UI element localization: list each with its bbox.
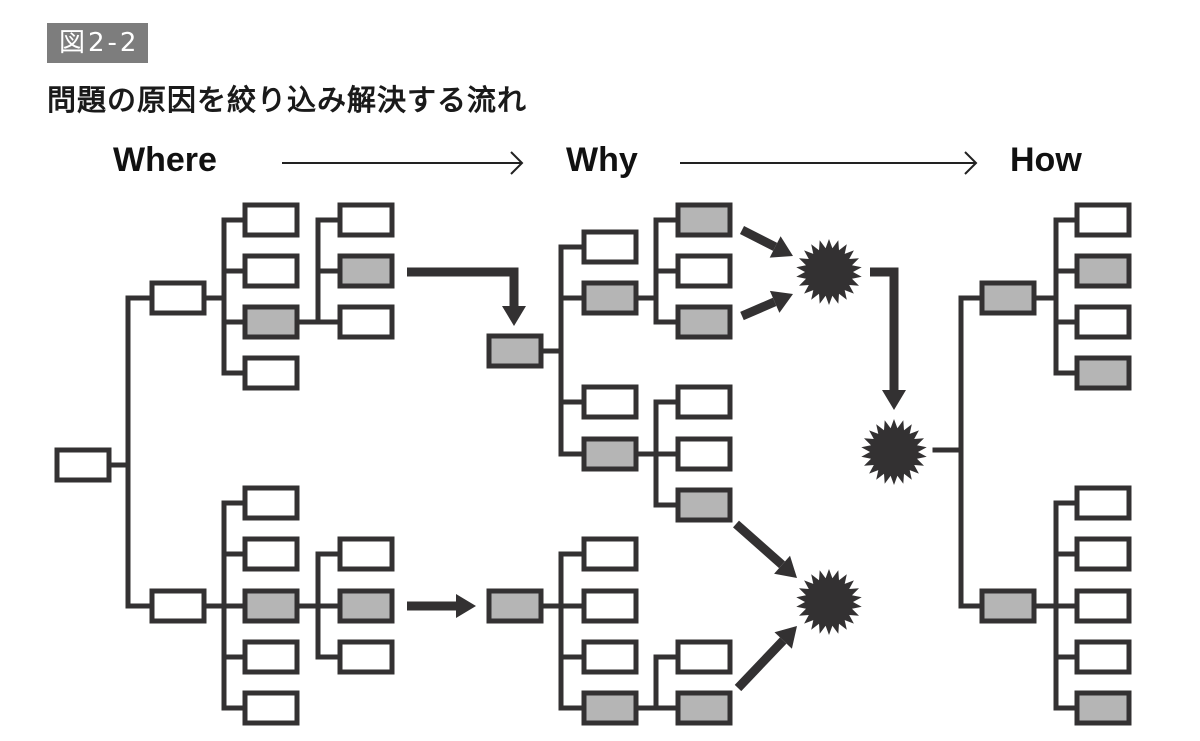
arrow-where-bottom-to-why bbox=[407, 594, 476, 618]
how-level1-box-highlighted bbox=[979, 280, 1037, 316]
stage-label-why: Why bbox=[566, 141, 638, 179]
why-top-child-box-highlighted bbox=[581, 280, 639, 316]
why-bottom-grandchild-box bbox=[675, 639, 733, 675]
how-level2-box-highlighted bbox=[1074, 690, 1132, 726]
where-level2-box bbox=[242, 355, 300, 391]
why-top-grandchild-box-highlighted bbox=[675, 304, 733, 340]
root-cause-starburst-merged bbox=[861, 419, 927, 485]
where-level2-box bbox=[242, 253, 300, 289]
where-level1-box bbox=[149, 280, 207, 316]
where-level2-box bbox=[242, 536, 300, 572]
why-top-grandchild-box bbox=[675, 436, 733, 472]
where-level3-box-highlighted bbox=[337, 253, 395, 289]
root-cause-starburst-bottom bbox=[796, 569, 862, 635]
where-level3-box bbox=[337, 536, 395, 572]
stage-arrow-why-how bbox=[680, 151, 978, 175]
why-bottom-grandchild-box-highlighted bbox=[675, 690, 733, 726]
where-level1-box bbox=[149, 588, 207, 624]
why-top-grandchild-box bbox=[675, 384, 733, 420]
why-top-grandchild-box-highlighted bbox=[675, 202, 733, 238]
where-level3-box bbox=[337, 639, 395, 675]
why-bottom-child-box bbox=[581, 536, 639, 572]
arrow-where-top-to-why bbox=[407, 267, 526, 326]
how-level2-box bbox=[1074, 639, 1132, 675]
where-level2-box bbox=[242, 639, 300, 675]
why-bottom-root-box-highlighted bbox=[486, 588, 544, 624]
how-level2-box-highlighted bbox=[1074, 355, 1132, 391]
stage-label-where: Where bbox=[113, 141, 217, 179]
why-top-root-box-highlighted bbox=[486, 333, 544, 369]
why-bottom-child-box-highlighted bbox=[581, 690, 639, 726]
root-cause-starburst-top bbox=[796, 239, 862, 305]
arrow-cause-top-to-merged bbox=[870, 267, 906, 410]
why-top-grandchild-box-highlighted bbox=[675, 487, 733, 523]
figure-number-badge: 図2-2 bbox=[47, 23, 148, 63]
how-level2-box-highlighted bbox=[1074, 253, 1132, 289]
arrow-why-to-cause-bottom-1 bbox=[733, 520, 797, 578]
why-bottom-child-box bbox=[581, 639, 639, 675]
how-level2-box bbox=[1074, 588, 1132, 624]
stage-label-how: How bbox=[1010, 141, 1082, 179]
where-level2-box bbox=[242, 485, 300, 521]
why-bottom-child-box bbox=[581, 588, 639, 624]
stage-arrow-where-why bbox=[282, 151, 524, 175]
where-level2-box-highlighted bbox=[242, 304, 300, 340]
where-level3-box bbox=[337, 202, 395, 238]
how-level2-box bbox=[1074, 304, 1132, 340]
where-level2-box bbox=[242, 202, 300, 238]
arrow-why-to-cause-top-2 bbox=[740, 290, 793, 321]
where-level2-box-highlighted bbox=[242, 588, 300, 624]
where-level3-box bbox=[337, 304, 395, 340]
arrow-why-to-cause-top-1 bbox=[739, 225, 793, 258]
where-root-box bbox=[54, 447, 112, 483]
how-level2-box bbox=[1074, 485, 1132, 521]
where-level2-box bbox=[242, 690, 300, 726]
why-top-child-box-highlighted bbox=[581, 436, 639, 472]
where-level3-box-highlighted bbox=[337, 588, 395, 624]
why-top-grandchild-box bbox=[675, 253, 733, 289]
how-level2-box bbox=[1074, 536, 1132, 572]
why-top-child-box bbox=[581, 384, 639, 420]
why-top-child-box bbox=[581, 229, 639, 265]
how-level1-box-highlighted bbox=[979, 588, 1037, 624]
how-level2-box bbox=[1074, 202, 1132, 238]
figure-title: 問題の原因を絞り込み解決する流れ bbox=[47, 83, 528, 117]
arrow-why-to-cause-bottom-2 bbox=[734, 626, 797, 692]
